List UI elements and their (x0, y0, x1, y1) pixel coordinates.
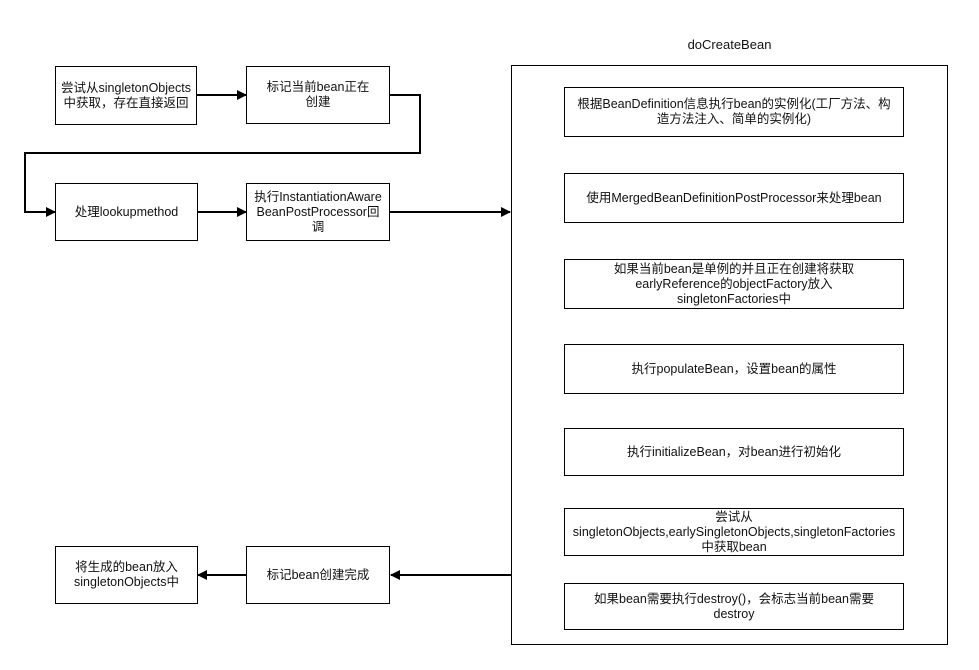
node-get-from-singleton-objects: 尝试从singletonObjects中获取，存在直接返回 (55, 66, 197, 125)
node-label: 标记当前bean正在创建 (266, 80, 370, 109)
step-label: 执行populateBean，设置bean的属性 (631, 361, 837, 376)
step-populate-bean: 执行populateBean，设置bean的属性 (564, 344, 904, 394)
step-initialize-bean: 执行initializeBean，对bean进行初始化 (564, 428, 904, 476)
step-early-reference: 如果当前bean是单例的并且正在创建将获取earlyReference的obje… (564, 259, 904, 309)
step-label: 尝试从singletonObjects,earlySingletonObject… (572, 509, 896, 554)
node-process-lookupmethod: 处理lookupmethod (55, 183, 198, 241)
node-put-into-singleton-objects: 将生成的bean放入singletonObjects中 (55, 546, 198, 604)
node-mark-bean-creating: 标记当前bean正在创建 (246, 66, 390, 124)
step-label: 执行initializeBean，对bean进行初始化 (627, 444, 841, 459)
step-register-destroy: 如果bean需要执行destroy()，会标志当前bean需要destroy (564, 583, 904, 630)
node-label: 将生成的bean放入singletonObjects中 (74, 560, 179, 589)
node-mark-bean-created: 标记bean创建完成 (246, 546, 390, 604)
node-label: 标记bean创建完成 (266, 567, 370, 582)
step-label: 如果bean需要执行destroy()，会标志当前bean需要destroy (594, 591, 874, 621)
node-instantiation-aware-callback: 执行InstantiationAwareBeanPostProcessor回调 (246, 183, 390, 241)
group-title: doCreateBean (687, 37, 772, 52)
step-get-singleton: 尝试从singletonObjects,earlySingletonObject… (564, 508, 904, 556)
edge-n2-n3 (24, 94, 421, 217)
step-label: 如果当前bean是单例的并且正在创建将获取earlyReference的obje… (613, 261, 855, 306)
step-merged-bd-postprocessor: 使用MergedBeanDefinitionPostProcessor来处理be… (564, 173, 904, 223)
node-label: 尝试从singletonObjects中获取，存在直接返回 (61, 80, 191, 110)
step-label: 根据BeanDefinition信息执行bean的实例化(工厂方法、构造方法注入… (577, 97, 891, 126)
node-label: 处理lookupmethod (74, 204, 179, 219)
node-label: 执行InstantiationAwareBeanPostProcessor回调 (254, 189, 382, 234)
step-instantiate-bean: 根据BeanDefinition信息执行bean的实例化(工厂方法、构造方法注入… (564, 87, 904, 137)
step-label: 使用MergedBeanDefinitionPostProcessor来处理be… (586, 190, 882, 205)
